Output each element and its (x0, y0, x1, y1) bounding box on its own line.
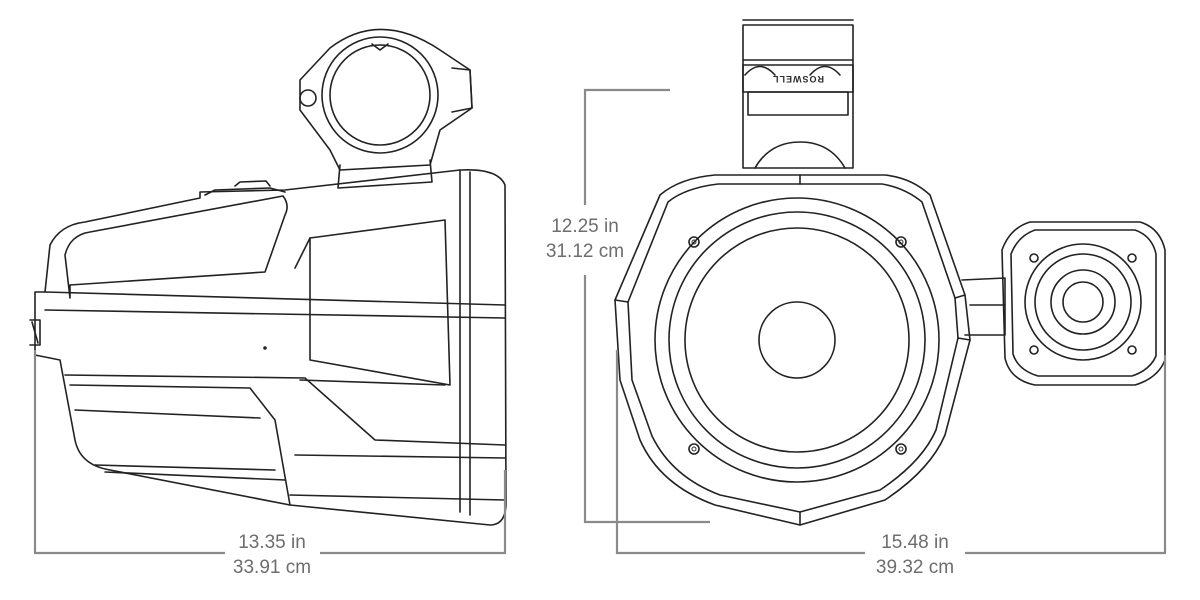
front-view-clamp: ROSWELL (742, 19, 854, 169)
depth-metric-label: 33.91 cm (233, 557, 311, 578)
depth-dimension: 13.35 in 33.91 cm (33, 350, 507, 578)
depth-imperial-label: 13.35 in (238, 532, 306, 553)
front-view-drawing: ROSWELL (614, 19, 1166, 526)
height-metric-label: 31.12 cm (546, 241, 624, 262)
width-imperial-label: 15.48 in (881, 532, 949, 553)
tweeter (1001, 221, 1166, 386)
height-dimension: 12.25 in 31.12 cm (546, 88, 710, 524)
side-view-body (29, 168, 507, 526)
side-view-drawing (29, 28, 507, 526)
brand-logo-text: ROSWELL (772, 74, 824, 84)
side-view-clamp (299, 28, 473, 189)
front-view-housing (614, 174, 971, 526)
width-dimension: 15.48 in 39.32 cm (615, 350, 1167, 578)
woofer (654, 197, 940, 483)
width-metric-label: 39.32 cm (876, 557, 954, 578)
height-imperial-label: 12.25 in (551, 216, 619, 237)
